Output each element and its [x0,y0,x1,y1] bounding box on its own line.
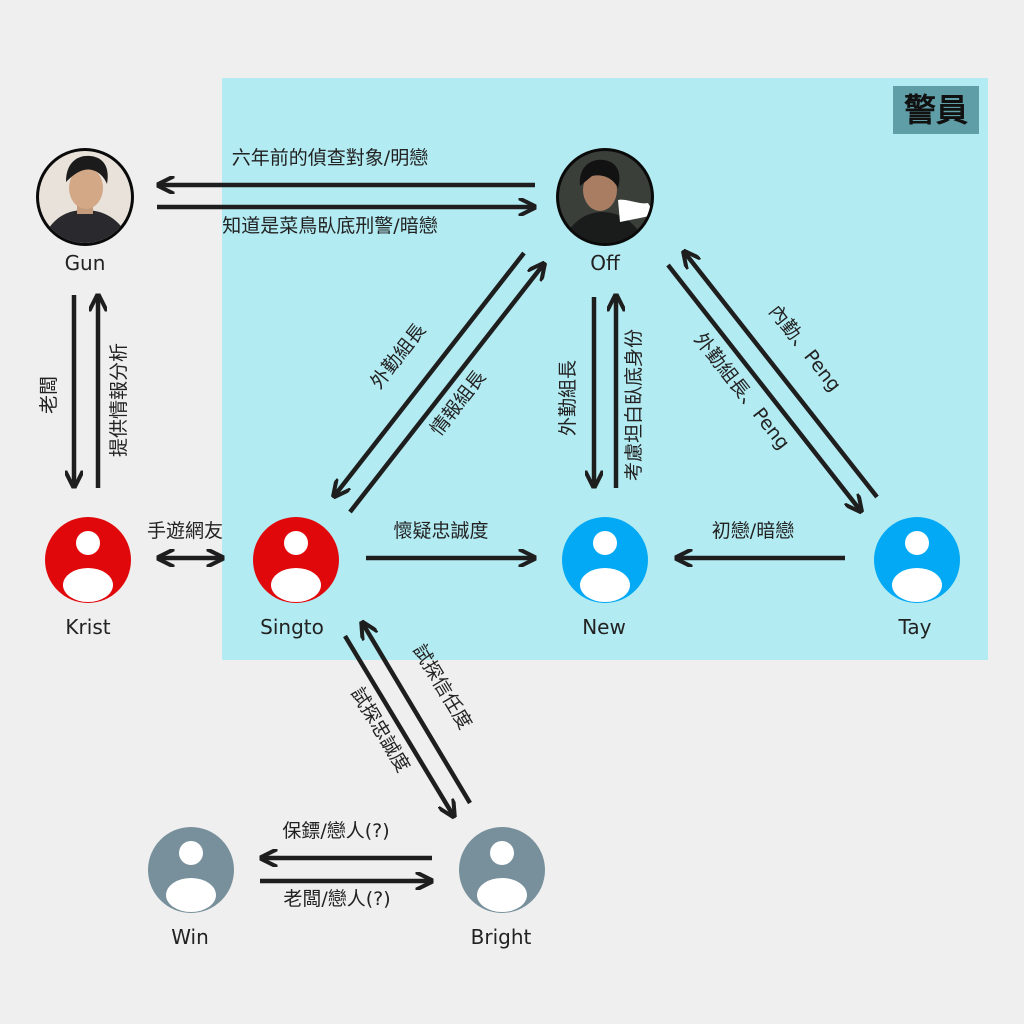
node-bright[interactable]: Bright [459,827,545,949]
edge-label: 知道是菜鳥臥底刑警/暗戀 [222,215,437,237]
edge-label: 考慮坦白臥底身份 [623,329,645,481]
person-avatar-icon [253,517,339,603]
node-name: Gun [65,251,106,275]
edge-label: 外勤組長 [557,360,579,436]
edge-label: 老闆 [38,376,60,414]
edge-label: 懷疑忠誠度 [393,520,488,542]
edge-off-new: 外勤組長 [557,297,594,485]
edge-label: 初戀/暗戀 [712,520,794,542]
node-gun[interactable]: Gun [35,147,135,275]
edge-krist-gun: 提供情報分析 [98,297,130,488]
person-avatar-icon [45,517,131,603]
edge-bright-win: 保鏢/戀人(?) [263,820,432,858]
police-region-label: 警員 [904,91,968,129]
node-name: Tay [898,615,932,639]
person-avatar-icon [874,517,960,603]
edge-tay-new: 初戀/暗戀 [678,520,845,558]
node-name: Win [171,925,209,949]
person-photo-icon [36,148,134,246]
edge-label: 六年前的偵查對象/明戀 [232,147,428,169]
edge-off-gun: 六年前的偵查對象/明戀 [160,147,535,185]
person-avatar-icon [562,517,648,603]
police-region-label-bg [893,86,979,134]
nodes: Gun Off [35,147,960,949]
node-new[interactable]: New [562,517,648,639]
edge-gun-off: 知道是菜鳥臥底刑警/暗戀 [157,207,533,237]
node-name: New [582,615,626,639]
edge-label: 手遊網友 [147,520,223,542]
person-avatar-icon [148,827,234,913]
node-name: Krist [65,615,110,639]
edge-new-off: 考慮坦白臥底身份 [616,297,645,488]
node-tay[interactable]: Tay [874,517,960,639]
person-photo-icon [556,148,654,246]
person-avatar-icon [459,827,545,913]
edge-win-bright: 老闆/戀人(?) [260,881,430,910]
edge-krist-singto: 手遊網友 [147,520,223,558]
node-name: Off [590,251,621,275]
edge-gun-krist: 老闆 [38,295,74,485]
node-singto[interactable]: Singto [253,517,339,639]
node-name: Bright [471,925,532,949]
node-krist[interactable]: Krist [45,517,131,639]
node-win[interactable]: Win [148,827,234,949]
node-off[interactable]: Off [555,147,655,275]
edge-label: 保鏢/戀人(?) [282,820,389,842]
edge-label: 提供情報分析 [108,343,130,457]
node-name: Singto [260,615,324,639]
edge-label: 老闆/戀人(?) [283,888,390,910]
edge-singto-new: 懷疑忠誠度 [366,520,533,558]
